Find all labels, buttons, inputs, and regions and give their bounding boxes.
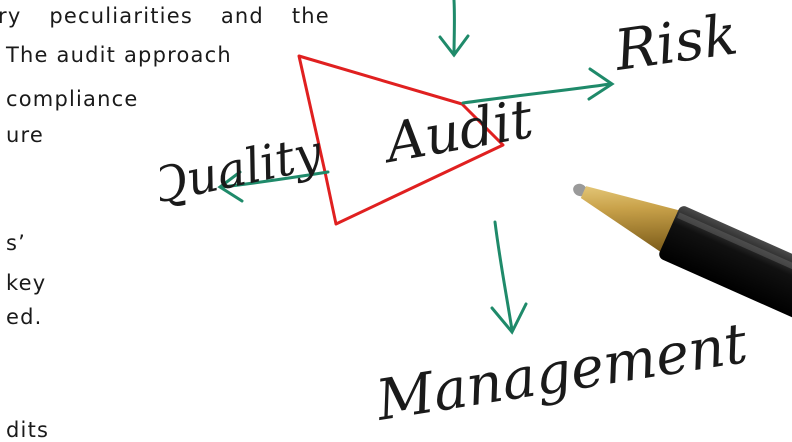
doc-line-1: ry peculiarities and the [0,4,330,28]
quality-arrow [217,170,330,203]
document-text: ry peculiarities and the The audit appro… [0,0,340,442]
pen-barrel [659,206,792,321]
doc-line-4: ure [6,123,45,147]
risk-arrow [461,67,615,105]
doc-line-3: compliance [6,87,139,111]
top-arrow [438,0,470,58]
quality-word: Quality [160,124,328,216]
management-arrow [490,220,528,335]
pen-gold-cone [580,186,681,253]
audit-diamond [297,54,505,226]
audit-diagram-image: Audit Risk Quality Management [160,0,792,434]
risk-word: Risk [610,2,742,84]
audit-word: Audit [376,87,537,176]
doc-line-6: key [6,271,47,295]
doc-line-8: dits [6,418,50,442]
doc-line-5: s’ [6,231,27,255]
doc-line-7: ed. [6,305,43,329]
pen-illustration [573,183,792,321]
doc-line-2: The audit approach [6,43,232,67]
management-word: Management [371,311,752,434]
